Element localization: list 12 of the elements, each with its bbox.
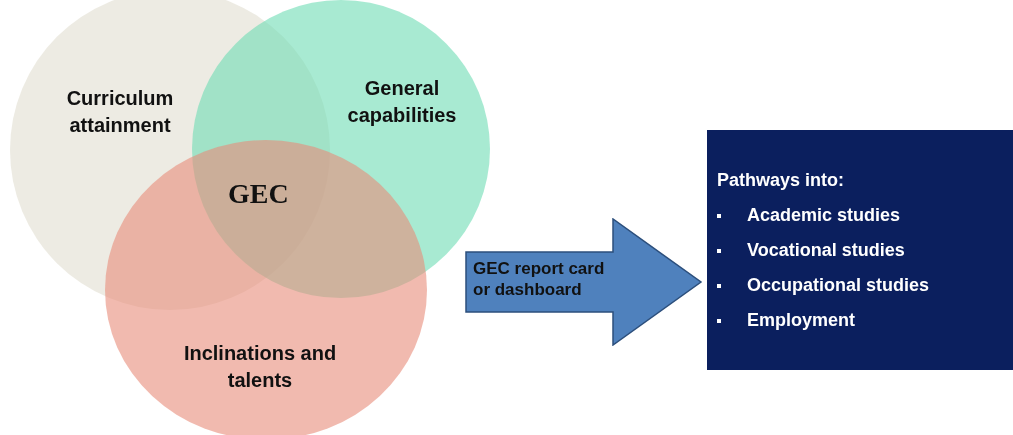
block-arrow xyxy=(465,218,703,346)
circle-label: Curriculum attainment xyxy=(65,86,175,138)
list-item: Vocational studies xyxy=(747,239,905,262)
list-item: Academic studies xyxy=(747,204,901,227)
pathways-panel xyxy=(707,130,1013,370)
circle-label: General capabilities xyxy=(346,76,458,128)
list-item: Employment xyxy=(747,309,856,332)
list-item: Occupational studies xyxy=(747,274,930,297)
circle-label: Inclinations and talents xyxy=(182,341,338,393)
overlap-label: GEC xyxy=(228,178,289,210)
edge-label: GEC report card or dashboard xyxy=(473,258,606,301)
panel-heading: Pathways into: xyxy=(717,169,845,192)
